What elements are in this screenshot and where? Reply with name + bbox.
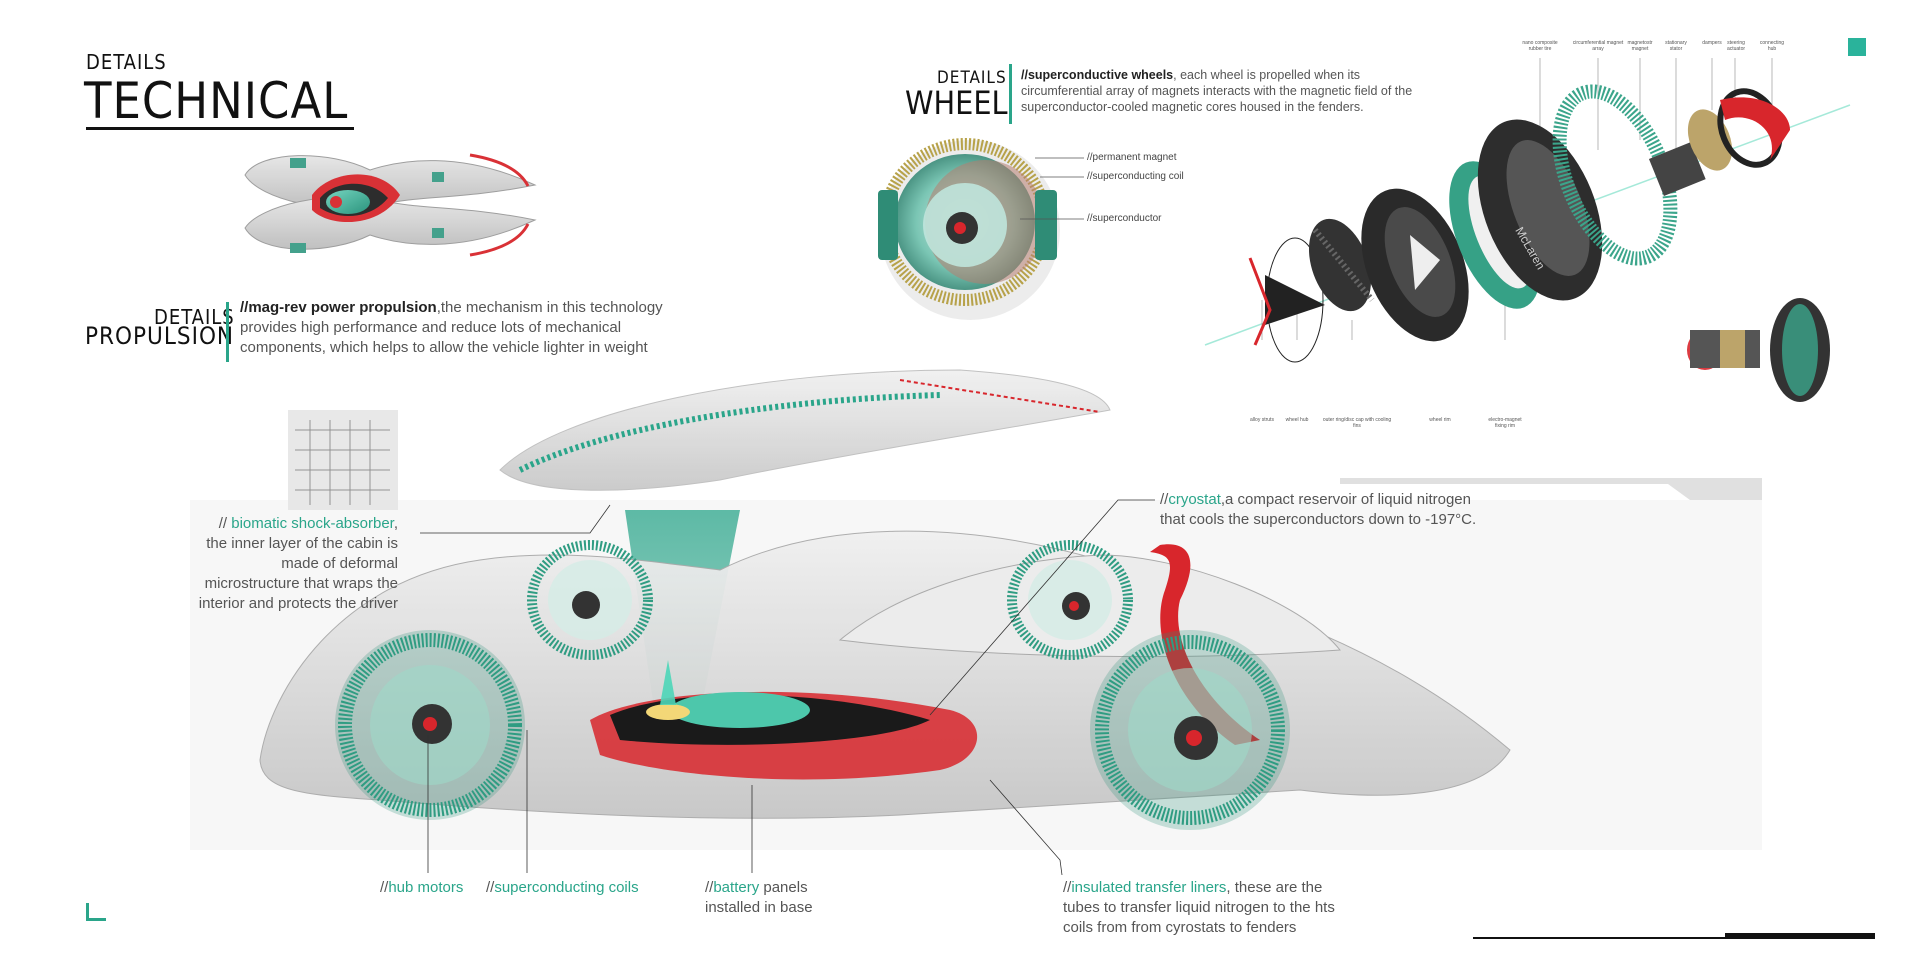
exploded-label-tire: nano composite rubber tire — [1522, 40, 1558, 52]
exploded-label-magnetostr: magnetostr magnet — [1627, 40, 1653, 52]
exploded-label-dampers: dampers — [1702, 40, 1722, 46]
exploded-label-steering: steering actuator — [1726, 40, 1746, 52]
label-superconducting-coil: //superconducting coil — [1087, 171, 1184, 182]
exploded-label-stator: stationary stator — [1665, 40, 1687, 52]
exploded-label-rim: wheel rim — [1429, 417, 1451, 423]
callout-cryostat: //cryostat,a compact reservoir of liquid… — [1160, 491, 1477, 528]
callout-superconducting-coils: //superconducting coils — [486, 879, 639, 896]
corner-bracket-horizontal — [86, 918, 106, 921]
exploded-label-fixing-rim: electro-magnet fixing rim — [1488, 417, 1522, 429]
propulsion-heading: PROPULSION — [85, 322, 235, 350]
footer-rule — [1473, 937, 1873, 939]
label-permanent-magnet: //permanent magnet — [1087, 152, 1177, 163]
corner-marker — [1848, 38, 1866, 56]
title-small: DETAILS — [86, 50, 167, 74]
exploded-label-disc-cap: outer ring/disc cap with cooling fins — [1322, 417, 1392, 429]
corner-bracket-vertical — [86, 903, 89, 921]
propulsion-description: //mag-rev power propulsion,the mechanism… — [240, 299, 663, 356]
footer-rule-thick — [1725, 933, 1875, 939]
propulsion-small: DETAILS — [154, 305, 235, 329]
label-superconductor: //superconductor — [1087, 213, 1162, 224]
title-underline — [86, 127, 354, 130]
exploded-label-hub: connecting hub — [1759, 40, 1785, 52]
callout-transfer-liners: //insulated transfer liners, these are t… — [1063, 879, 1335, 936]
page-title: TECHNICAL — [84, 72, 349, 130]
wheel-description: //superconductive wheels, each wheel is … — [1021, 68, 1413, 114]
brand-logo: McLaren — [1512, 225, 1547, 272]
wheel-divider — [1009, 64, 1012, 124]
propulsion-divider — [226, 302, 229, 362]
callout-shock-absorber: // biomatic shock-absorber, the inner la… — [198, 515, 398, 612]
wheel-small: DETAILS — [937, 68, 1007, 88]
callout-hub-motors: //hub motors — [380, 879, 464, 896]
callout-battery: //battery panels installed in base — [705, 879, 813, 916]
exploded-label-struts: alloy struts — [1250, 417, 1274, 423]
wheel-heading: WHEEL — [905, 84, 1008, 122]
exploded-label-magnet-array: circumferential magnet array — [1572, 40, 1624, 52]
exploded-label-wheel-hub: wheel hub — [1285, 417, 1309, 423]
